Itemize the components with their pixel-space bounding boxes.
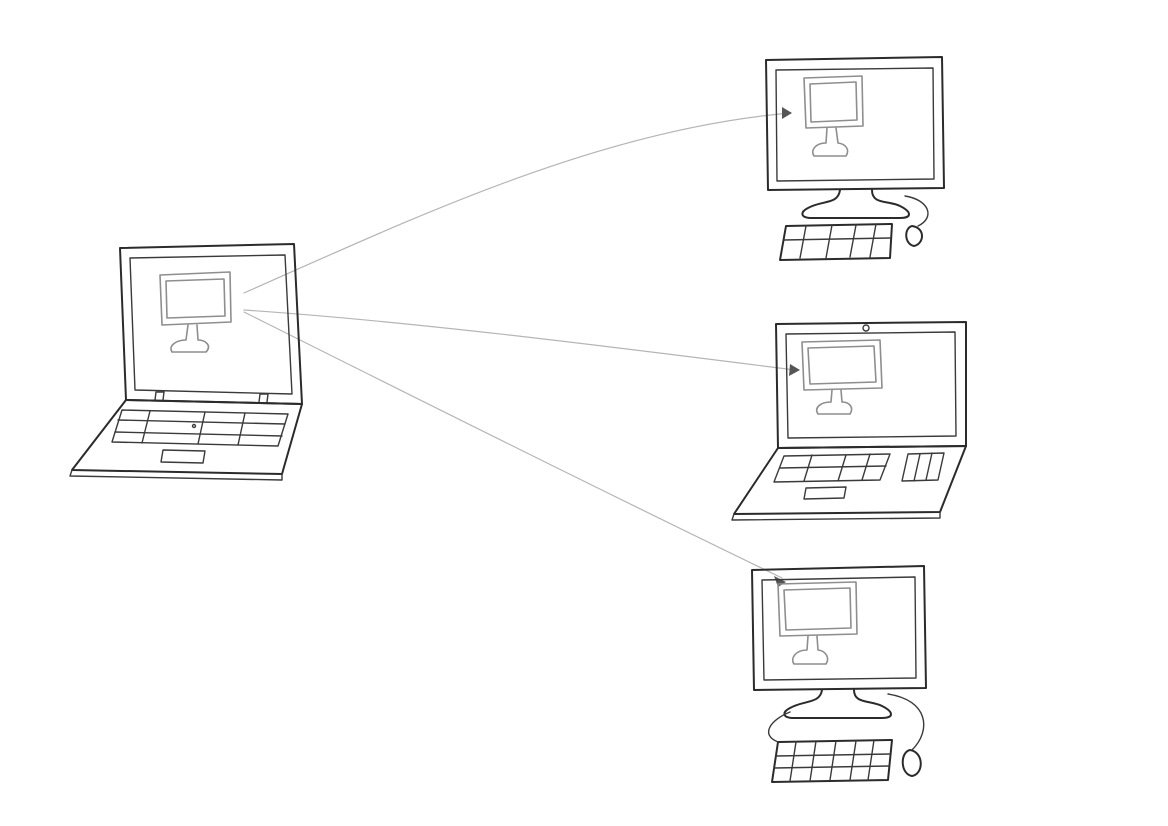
connector-to-desktop-top (243, 112, 791, 294)
arrowhead-desktop-bottom (774, 576, 786, 587)
screen-monitor-glyph (159, 271, 232, 353)
screen-monitor-glyph (803, 75, 864, 157)
connector-to-laptop-middle (243, 309, 796, 371)
connector-lines (243, 107, 800, 587)
source-laptop-icon (69, 243, 303, 481)
target-laptop-middle-icon (731, 321, 967, 521)
screen-monitor-glyph (801, 339, 883, 415)
connector-to-desktop-bottom (243, 311, 783, 579)
target-desktop-top-icon (765, 56, 945, 261)
arrowhead-laptop-middle (789, 364, 800, 376)
target-desktop-bottom-icon (751, 565, 927, 783)
screen-monitor-glyph (777, 581, 858, 665)
arrowhead-desktop-top (782, 107, 792, 119)
